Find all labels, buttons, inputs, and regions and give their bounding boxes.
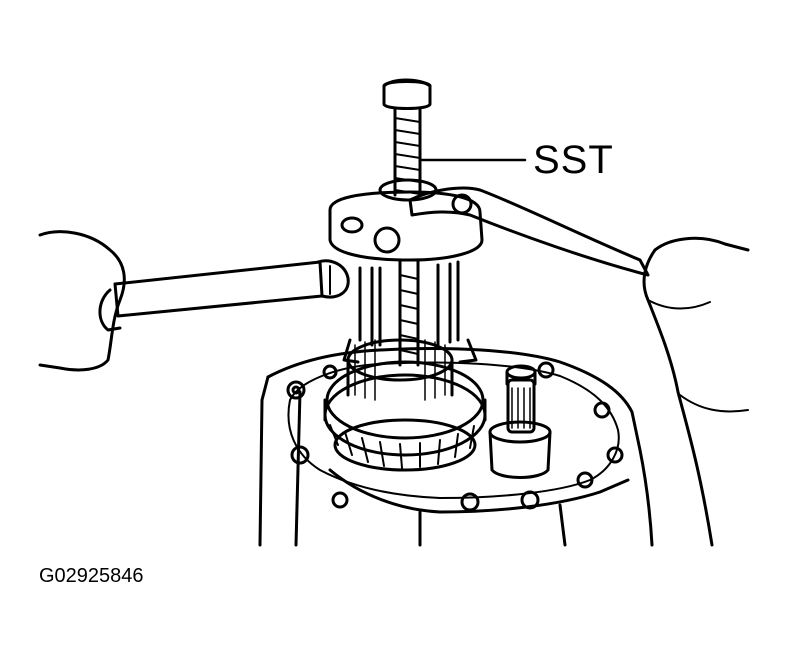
- transmission-case: [258, 347, 654, 547]
- shaft-right: [488, 364, 552, 479]
- figure-code: G02925846: [39, 565, 144, 587]
- gear-assembly: [323, 338, 487, 472]
- right-hand: [642, 236, 750, 547]
- puller-tool: [328, 78, 650, 367]
- left-hand-with-bar: [38, 230, 350, 372]
- callout-label: SST: [533, 138, 614, 182]
